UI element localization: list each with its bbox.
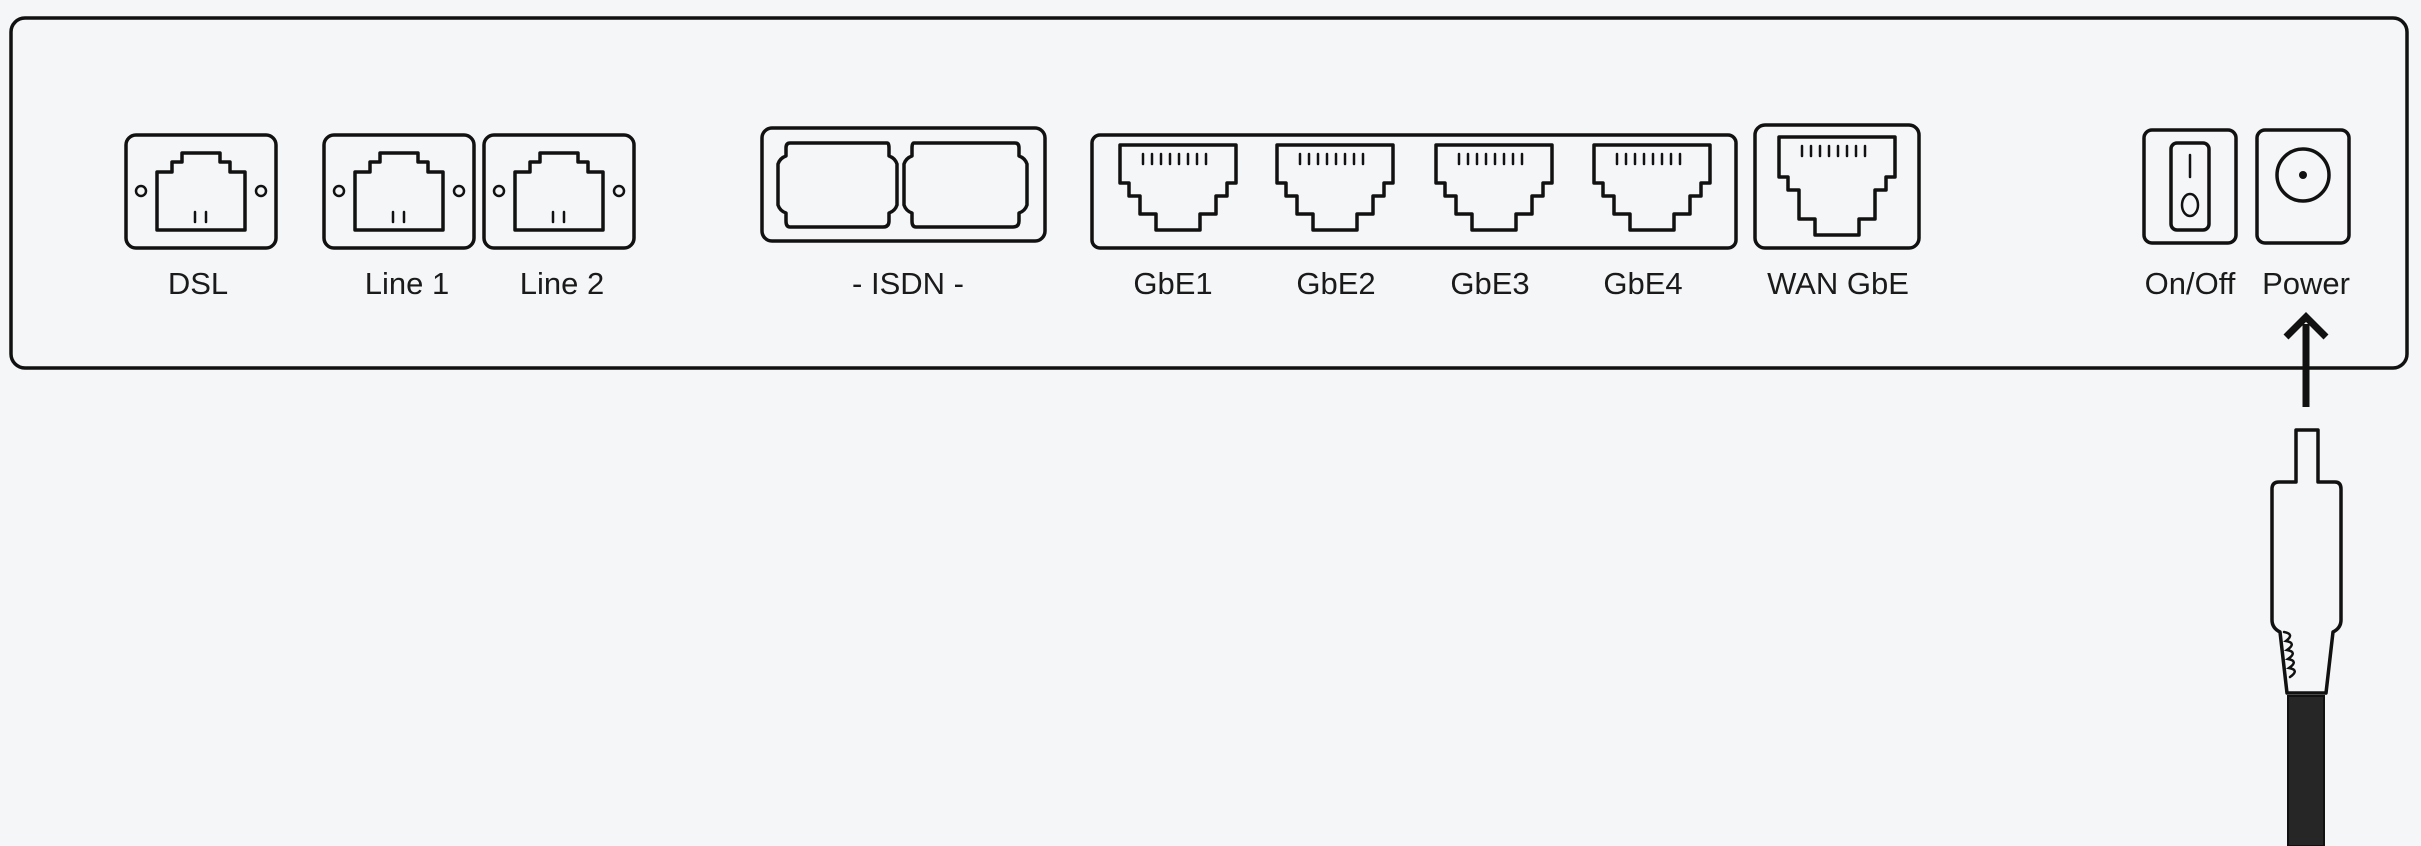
- router-body: [9, 16, 2409, 370]
- line2-port: [482, 133, 636, 250]
- on-off-switch: [2142, 128, 2238, 245]
- gbe4-port: [1592, 143, 1712, 232]
- gbe1-label: GbE1: [1133, 266, 1212, 301]
- on-off-label: On/Off: [2145, 266, 2236, 301]
- gbe3-label: GbE3: [1450, 266, 1529, 301]
- gbe1-port: [1118, 143, 1238, 232]
- power-label: Power: [2262, 266, 2350, 301]
- power-plug-icon: [2270, 428, 2343, 846]
- wan-gbe-label: WAN GbE: [1767, 266, 1909, 301]
- dsl-port: [124, 133, 278, 250]
- gbe-group-frame: [1090, 133, 1738, 250]
- arrow-up-icon: [2283, 312, 2329, 407]
- gbe2-label: GbE2: [1296, 266, 1375, 301]
- gbe4-label: GbE4: [1603, 266, 1682, 301]
- line1-port: [322, 133, 476, 250]
- power-socket: [2255, 128, 2351, 245]
- gbe2-port: [1275, 143, 1395, 232]
- wan-gbe-port: [1753, 123, 1921, 250]
- isdn-ports: [760, 126, 1047, 243]
- gbe3-port: [1434, 143, 1554, 232]
- isdn-label: - ISDN -: [852, 266, 964, 301]
- power-cable: [2287, 695, 2325, 846]
- line2-label: Line 2: [520, 266, 604, 301]
- line1-label: Line 1: [365, 266, 449, 301]
- dsl-label: DSL: [168, 266, 228, 301]
